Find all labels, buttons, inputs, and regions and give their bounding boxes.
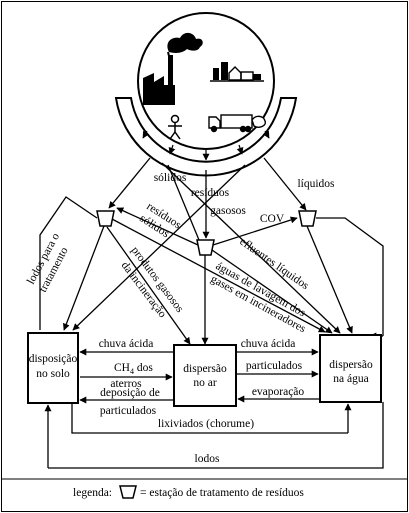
radial-arrows [142, 130, 270, 161]
exchange-arrows [44, 348, 384, 469]
label-aterros: aterros [110, 378, 142, 390]
treatment-station-right [298, 210, 317, 227]
treatment-station-left [96, 210, 115, 227]
right-loop [316, 217, 384, 336]
station-lines [62, 207, 353, 345]
label-evaporacao: evaporação [252, 386, 305, 398]
label-chuva-acida-right: chuva ácida [241, 338, 296, 350]
label-liquidos: líquidos [297, 178, 335, 190]
label-particulados-right: particulados [246, 360, 303, 372]
flow-lines [72, 157, 341, 334]
label-chuva-acida-left: chuva ácida [99, 338, 154, 350]
solo-line1: disposição [29, 353, 78, 365]
label-residuos: resíduos [191, 187, 230, 199]
label-lodos: lodos [195, 453, 220, 465]
solo-line2: no solo [36, 368, 70, 380]
agua-line2: na água [333, 373, 368, 385]
treatment-stations [96, 210, 317, 256]
label-ch4-dos: CH4 dos [114, 362, 153, 376]
factory-icon [143, 32, 203, 105]
treatment-station-middle [196, 239, 215, 256]
label-gasosos: gasosos [210, 205, 246, 217]
city-icon [210, 62, 264, 82]
legend-text: = estação de tratamento de resíduos [140, 487, 304, 499]
label-cov: COV [260, 213, 285, 225]
legend-prefix: legenda: [73, 487, 112, 499]
person-icon [168, 114, 182, 140]
agua-line1: dispersão [329, 359, 373, 371]
label-solidos: sólidos [154, 172, 187, 184]
ar-line1: dispersão [183, 363, 227, 375]
box-dispersao-ar [173, 344, 237, 407]
truck-icon [208, 114, 266, 133]
box-dispersao-agua [319, 334, 382, 403]
legend-station-icon [119, 485, 137, 499]
waste-collector-ring [114, 97, 298, 177]
label-lixiviados: lixiviados (chorume) [158, 418, 254, 430]
lodos-tratamento-loop [39, 196, 98, 330]
label-deposicao: deposição de [100, 387, 160, 399]
ar-line2: no ar [193, 377, 216, 389]
label-particulados-left: particulados [100, 405, 157, 417]
box-disposicao-solo [27, 332, 79, 404]
